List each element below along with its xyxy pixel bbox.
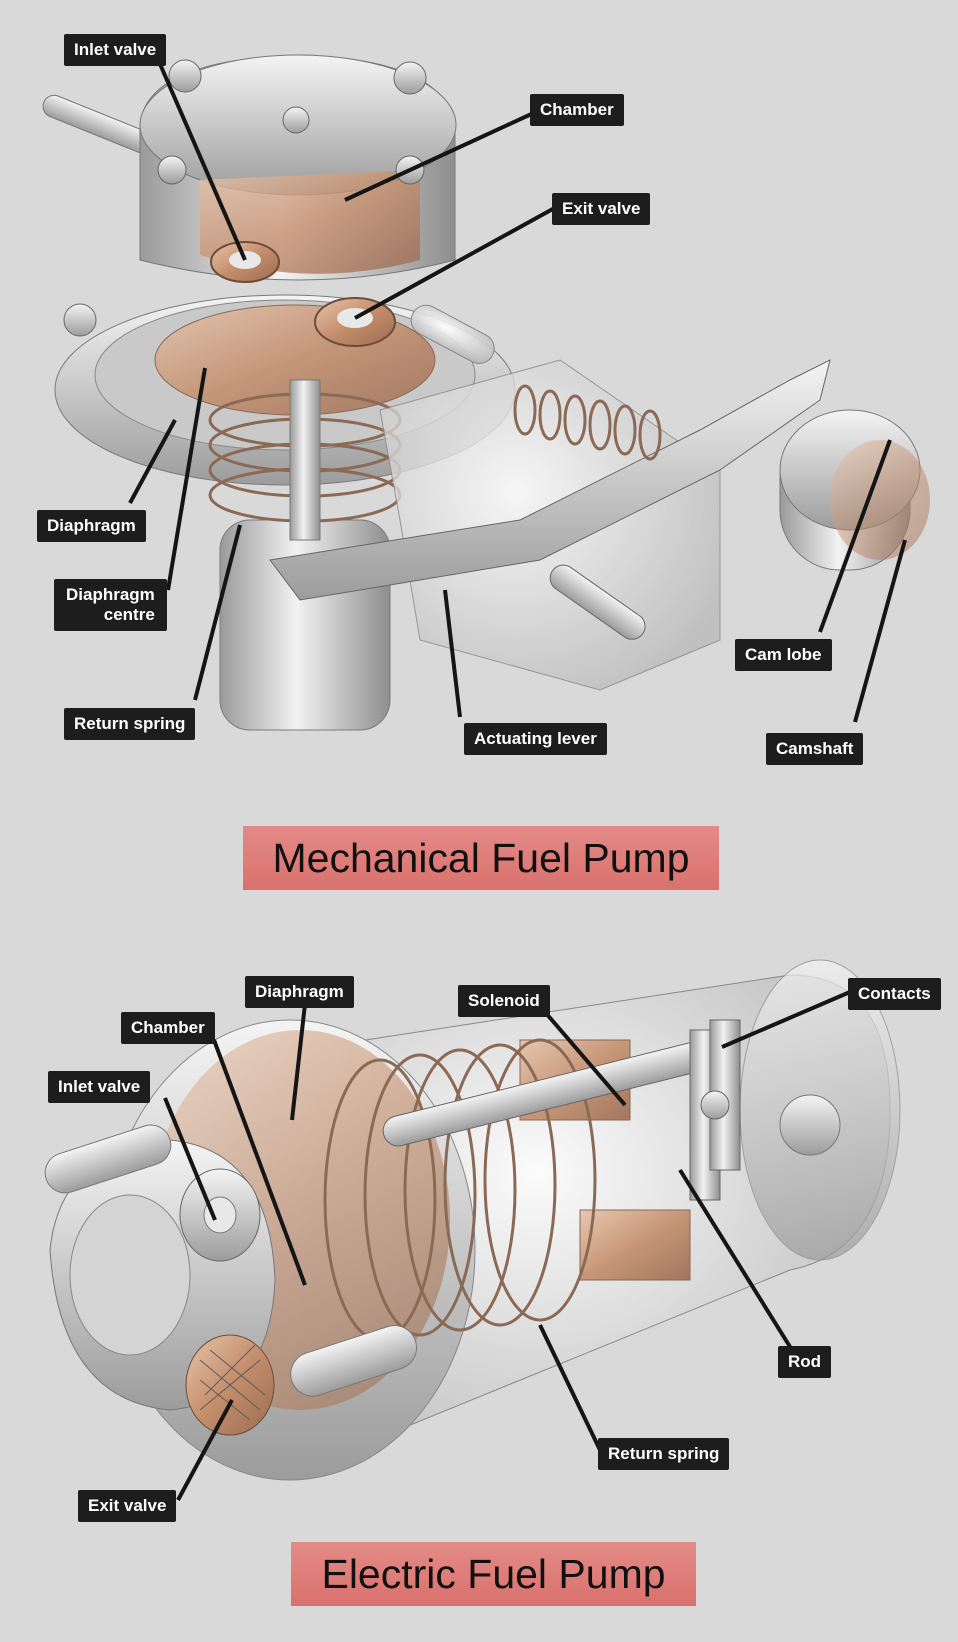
mech-label-actuating-lever: Actuating lever: [464, 723, 607, 755]
electric-leader-lines: [163, 990, 851, 1501]
mechanical-pump-illustration: [42, 54, 930, 731]
mech-label-return-spring: Return spring: [64, 708, 196, 740]
elec-label-return-spring: Return spring: [598, 1438, 730, 1470]
mech-label-cam-lobe: Cam lobe: [735, 639, 832, 671]
elec-label-contacts: Contacts: [848, 978, 941, 1010]
elec-label-solenoid: Solenoid: [458, 985, 550, 1017]
mechanical-pump-title: Mechanical Fuel Pump: [243, 826, 719, 890]
mech-label-camshaft: Camshaft: [766, 733, 864, 765]
elec-label-diaphragm: Diaphragm: [245, 976, 354, 1008]
mech-label-chamber: Chamber: [530, 94, 624, 126]
mech-label-inlet-valve: Inlet valve: [64, 34, 167, 66]
mechanical-leader-lines: [128, 63, 907, 723]
mech-label-diaphragm: Diaphragm: [37, 510, 146, 542]
mech-label-diaphragm-centre-line2: centre: [103, 605, 155, 624]
electric-pump-title: Electric Fuel Pump: [291, 1542, 696, 1606]
mech-label-exit-valve: Exit valve: [552, 193, 651, 225]
mech-label-diaphragm-centre-line1: Diaphragm: [66, 585, 155, 604]
elec-label-exit-valve: Exit valve: [78, 1490, 177, 1522]
elec-label-rod: Rod: [778, 1346, 832, 1378]
elec-label-inlet-valve: Inlet valve: [48, 1071, 151, 1103]
elec-label-chamber: Chamber: [121, 1012, 215, 1044]
mech-label-diaphragm-centre: Diaphragm centre: [54, 579, 167, 631]
